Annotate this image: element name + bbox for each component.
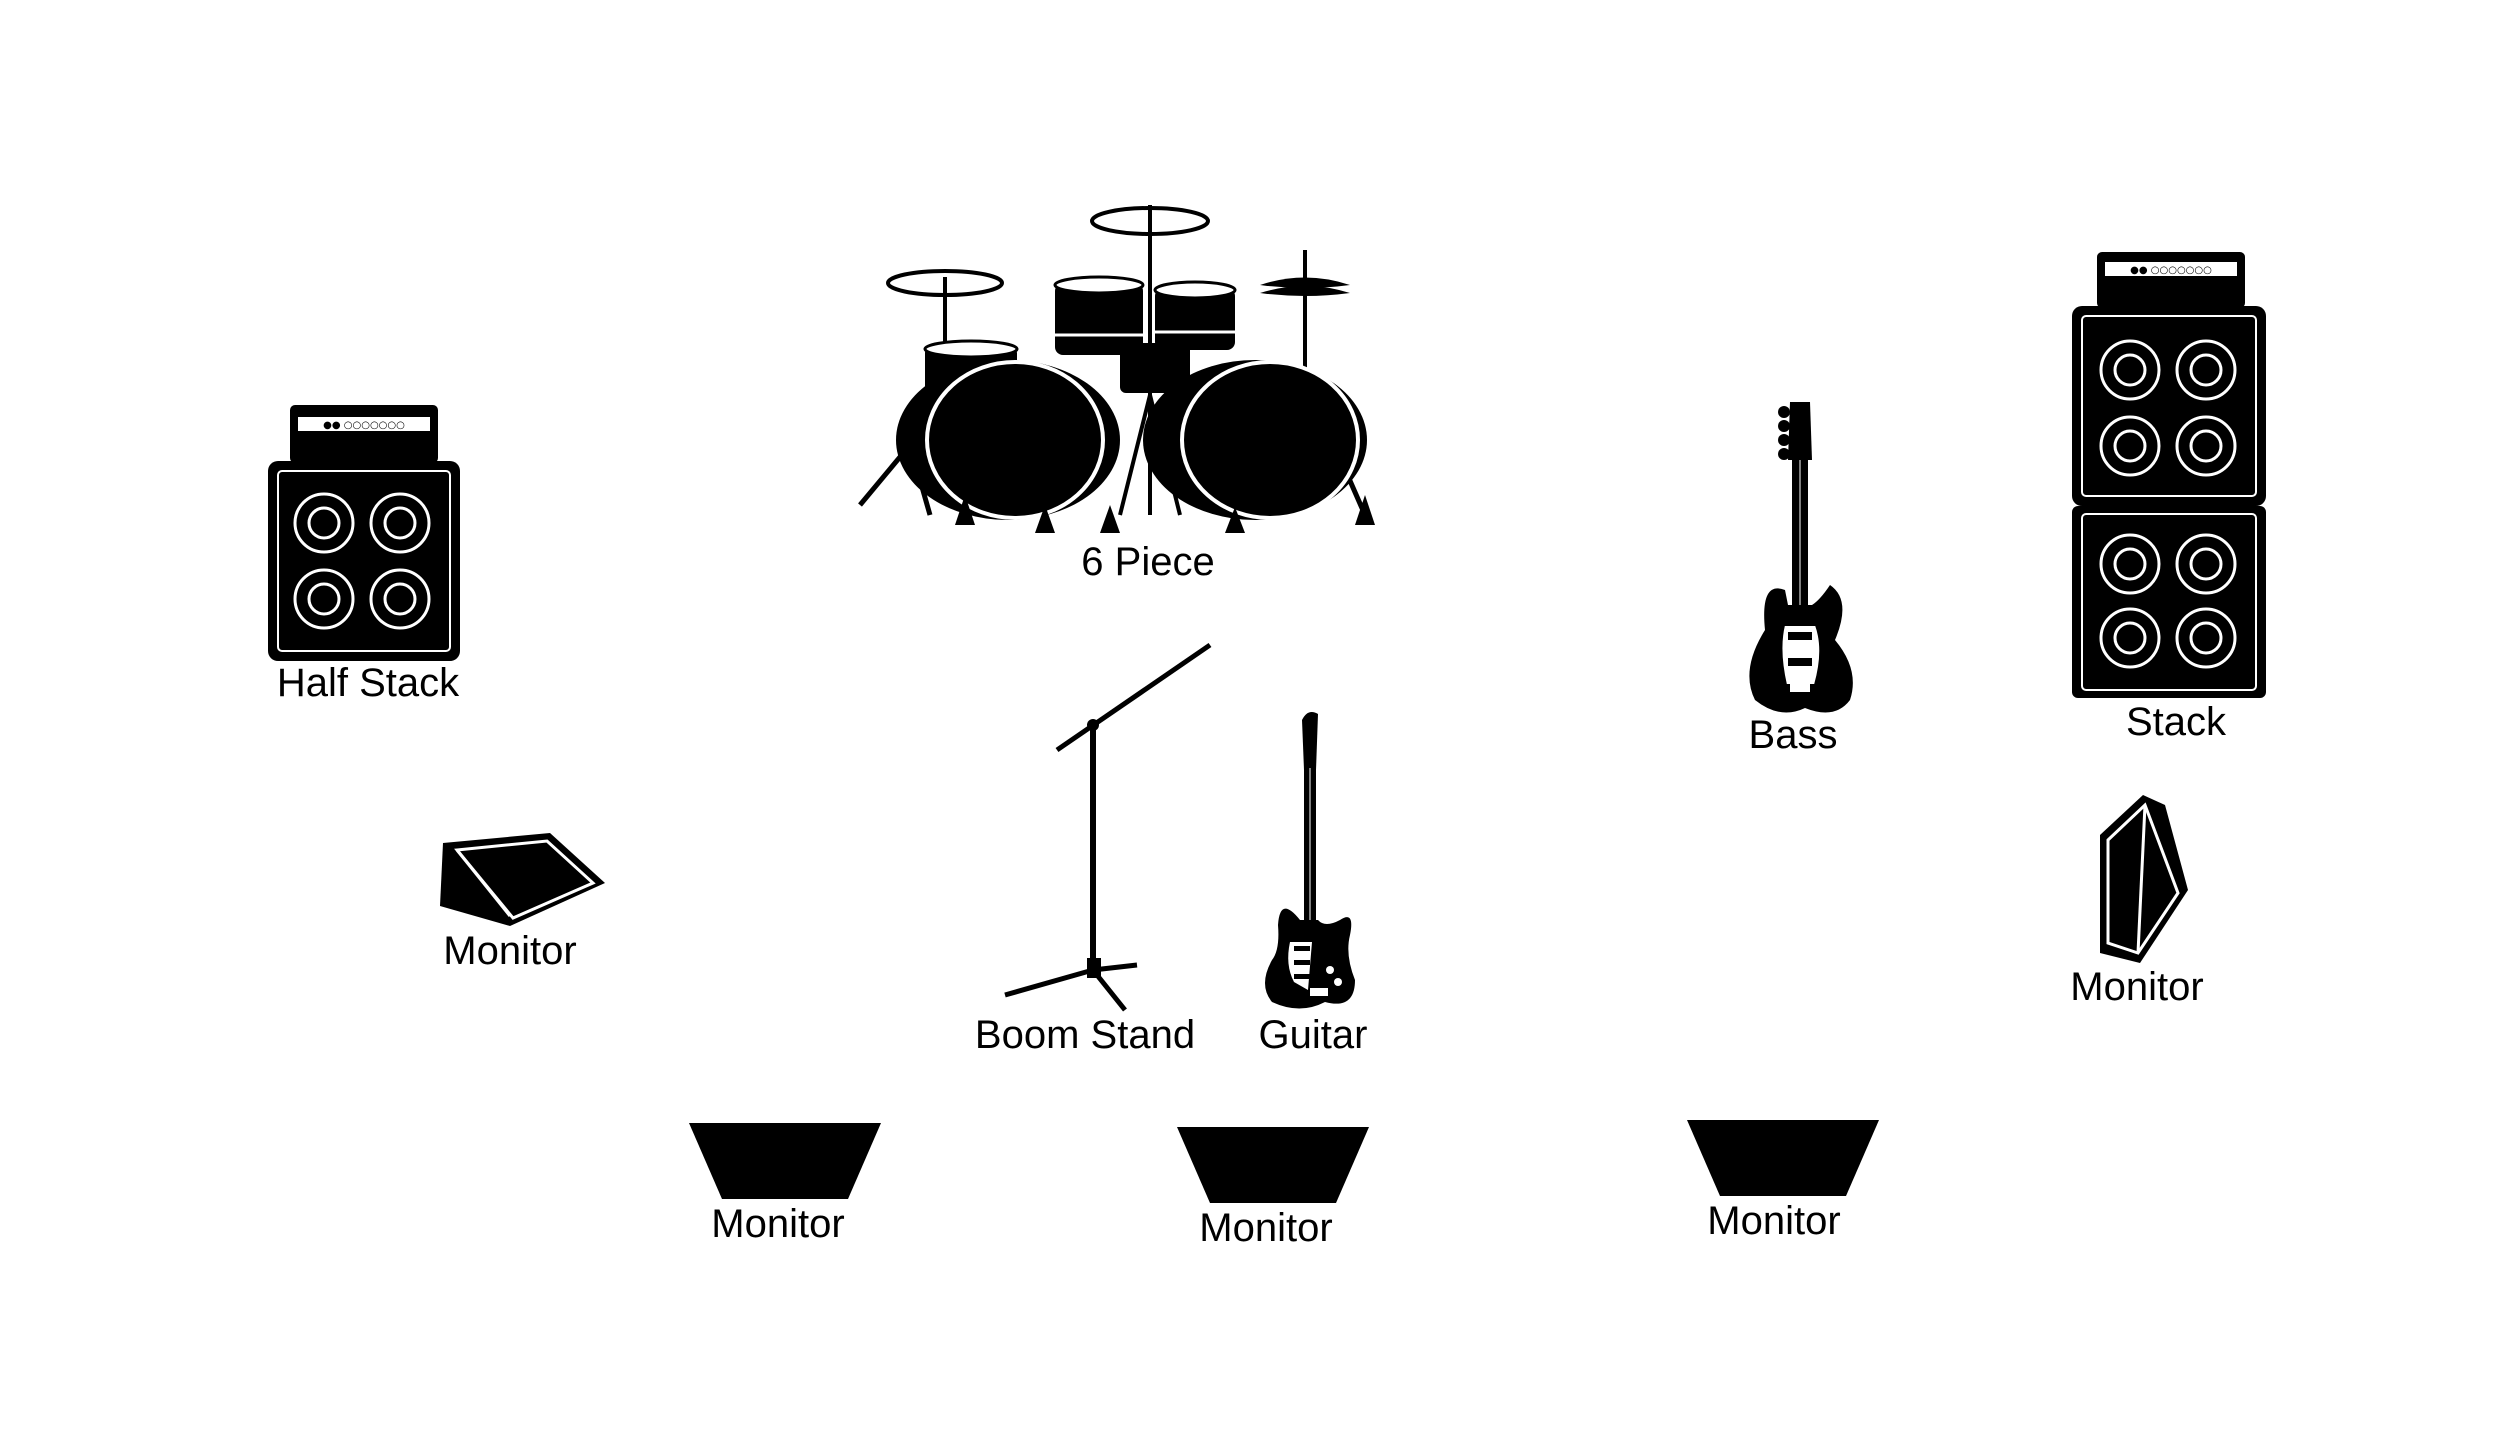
bass-guitar-icon xyxy=(1749,402,1853,713)
drum-kit[interactable]: 6 Piece xyxy=(850,195,1390,582)
front-wedge-monitor-icon xyxy=(1177,1127,1369,1203)
monitor-right[interactable]: Monitor xyxy=(2070,795,2240,1015)
monitor-front-1[interactable]: Monitor xyxy=(686,1123,886,1253)
monitor-front-1-label: Monitor xyxy=(711,1202,845,1246)
drum-kit-icon xyxy=(858,205,1375,533)
front-wedge-monitor-icon xyxy=(1687,1120,1879,1196)
monitor-front-2-label: Monitor xyxy=(1199,1206,1333,1250)
guitar-label: Guitar xyxy=(1258,1013,1368,1057)
drum-kit-label: 6 Piece xyxy=(1081,540,1215,584)
monitor-front-2[interactable]: Monitor xyxy=(1174,1127,1374,1257)
electric-guitar[interactable]: Guitar xyxy=(1250,710,1370,1060)
monitor-front-3[interactable]: Monitor xyxy=(1684,1120,1884,1250)
full-stack-amp-icon: ●● ○○○○○○○ xyxy=(2072,252,2266,698)
floor-wedge-monitor-icon xyxy=(440,833,605,926)
half-stack-amp-icon: ●● ○○○○○○○ xyxy=(268,405,460,661)
monitor-front-3-label: Monitor xyxy=(1707,1199,1841,1243)
svg-text:●● ○○○○○○○: ●● ○○○○○○○ xyxy=(2130,265,2212,276)
svg-text:●● ○○○○○○○: ●● ○○○○○○○ xyxy=(323,420,405,431)
boom-mic-stand-icon xyxy=(1004,642,1212,1012)
monitor-left-label: Monitor xyxy=(443,929,577,973)
monitor-right-label: Monitor xyxy=(2070,965,2204,1009)
front-wedge-monitor-icon xyxy=(689,1123,881,1199)
boom-stand-label: Boom Stand xyxy=(974,1013,1196,1057)
bass-label: Bass xyxy=(1748,713,1838,757)
half-stack-amp[interactable]: ●● ○○○○○○○ Half Stack xyxy=(268,405,468,710)
half-stack-label: Half Stack xyxy=(276,661,460,705)
full-stack-amp[interactable]: ●● ○○○○○○○ Stack xyxy=(2072,252,2272,752)
electric-guitar-icon xyxy=(1265,712,1355,1009)
floor-wedge-monitor-icon xyxy=(2100,795,2188,963)
boom-stand[interactable]: Boom Stand xyxy=(975,640,1235,1060)
bass-guitar[interactable]: Bass xyxy=(1740,400,1860,770)
monitor-left[interactable]: Monitor xyxy=(435,828,615,988)
stack-label: Stack xyxy=(2125,700,2227,744)
